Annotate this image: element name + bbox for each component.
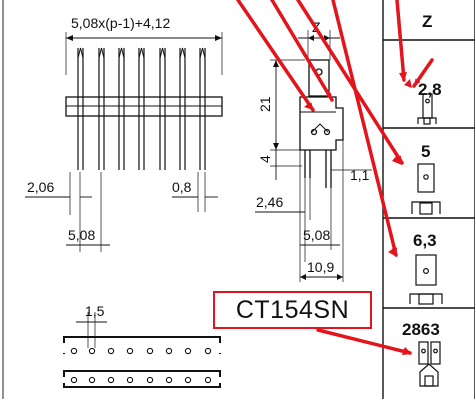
part-number-callout: CT154SN: [213, 291, 372, 329]
front-pitch-label: 5,08: [68, 227, 95, 243]
side-offset-label: 2,46: [256, 194, 283, 210]
arrowhead-shapes: [304, 72, 412, 355]
z-table-header: Z: [422, 12, 432, 31]
front-pin-offset-label: 2,06: [27, 179, 54, 195]
z-option-6-3: 6,3: [413, 231, 437, 250]
side-width-label: 10,9: [307, 259, 334, 275]
side-pitch-label: 5,08: [303, 227, 330, 243]
z-option-5: 5: [421, 142, 430, 161]
z-option-2-8: 2,8: [418, 80, 442, 99]
front-pin-width-label: 0,8: [172, 179, 192, 195]
annotation-arrows: [236, 0, 434, 355]
z-option-2863: 2863: [402, 320, 440, 339]
bottom-hole-label: 1,5: [85, 303, 105, 319]
z-table: [383, 39, 475, 309]
terminal-2-8-icon: [417, 93, 437, 125]
front-overall-length-label: 5,08x(p-1)+4,12: [71, 15, 170, 31]
terminal-6-3-icon: [409, 254, 443, 305]
side-thickness-label: 1,1: [350, 167, 370, 183]
side-view: [255, 30, 372, 282]
side-height-label: 21: [257, 96, 273, 112]
terminal-2863-icon: [418, 341, 441, 387]
side-small-height-label: 4: [257, 155, 273, 163]
terminal-5-icon: [411, 163, 441, 215]
front-view: [25, 32, 223, 252]
bottom-view: [63, 312, 221, 388]
